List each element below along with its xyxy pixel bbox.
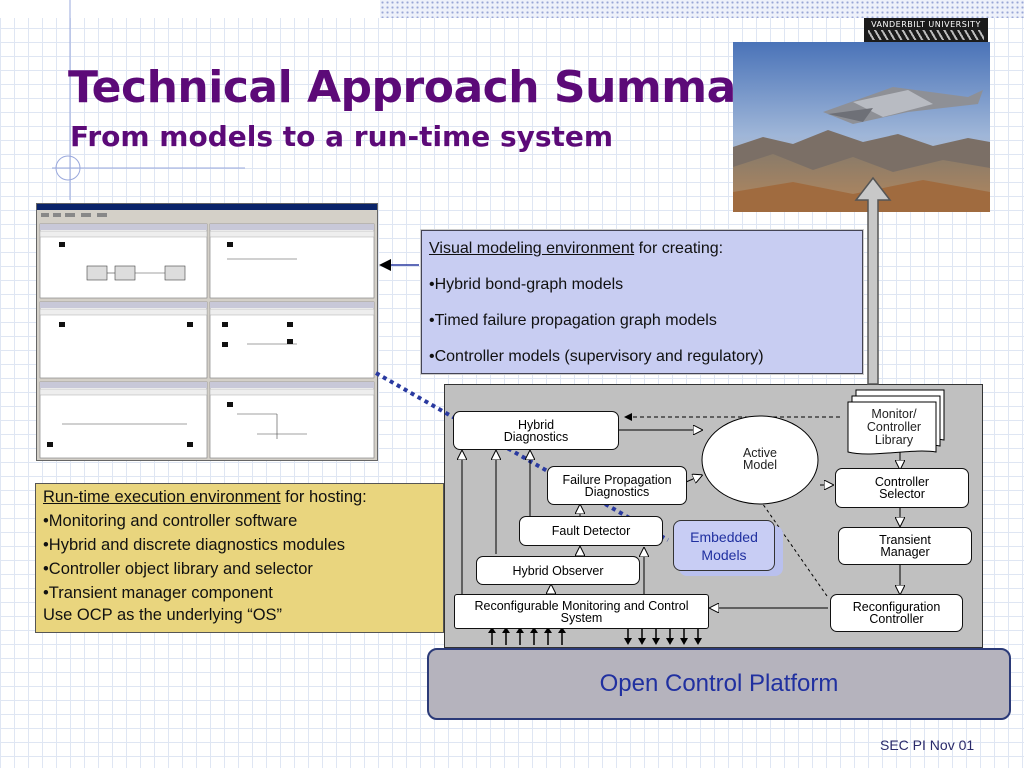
reconfigurable-monitoring-line2: System [560, 610, 603, 625]
hybrid-diagnostics-line1: Hybrid [517, 417, 555, 432]
header-band-blank [0, 0, 380, 18]
library-line2: Controller [866, 420, 922, 434]
runtime-item: •Controller object library and selector [43, 560, 313, 578]
logo-pattern [868, 30, 984, 40]
modeling-item: •Hybrid bond-graph models [429, 276, 624, 293]
reconfiguration-controller-line2: Controller [869, 612, 924, 626]
reconfigurable-monitoring-line1: Reconfigurable Monitoring and Control [474, 598, 689, 613]
university-logo: VANDERBILT UNIVERSITY [864, 18, 988, 42]
modeling-item: •Controller models (supervisory and regu… [429, 348, 764, 365]
runtime-environment-link[interactable]: Run-time execution environment [43, 488, 281, 506]
runtime-environment-box: Run-time execution environment for hosti… [35, 483, 444, 633]
slide-subtitle: From models to a run-time system [70, 120, 614, 153]
fault-detector-block: Fault Detector [519, 516, 663, 546]
library-line1: Monitor/ [871, 407, 917, 421]
reconfiguration-controller-line1: Reconfiguration [852, 600, 941, 614]
runtime-note: Use OCP as the underlying “OS” [43, 606, 283, 624]
controller-selector-line2: Selector [879, 487, 925, 501]
modeling-environment-box: Visual modeling environment for creating… [421, 230, 863, 374]
modeling-environment-link[interactable]: Visual modeling environment [429, 240, 635, 257]
slide-title: Technical Approach Summary [68, 62, 786, 113]
runtime-heading: Run-time execution environment for hosti… [43, 488, 367, 507]
modeling-tool-screenshot [36, 203, 378, 461]
slide-footer: SEC PI Nov 01 [880, 737, 975, 753]
controller-selector-line1: Controller [874, 475, 930, 489]
library-line3: Library [874, 433, 914, 447]
failure-propagation-line2: Diagnostics [584, 484, 650, 499]
transient-manager-line2: Manager [880, 545, 930, 559]
modeling-heading-rest: for creating: [634, 240, 724, 257]
open-control-platform-bar: Open Control Platform [427, 648, 1011, 720]
hybrid-observer-block: Hybrid Observer [476, 556, 640, 585]
active-model-line2: Model [742, 458, 778, 472]
runtime-item: •Transient manager component [43, 584, 273, 602]
embedded-models-line2: Models [701, 546, 747, 563]
modeling-item: •Timed failure propagation graph models [429, 312, 717, 329]
runtime-heading-rest: for hosting: [280, 488, 367, 506]
modeling-heading: Visual modeling environment for creating… [429, 240, 723, 258]
hybrid-diagnostics-line2: Diagnostics [503, 429, 569, 444]
active-model-line1: Active [742, 446, 778, 460]
university-logo-text: VANDERBILT UNIVERSITY [871, 20, 981, 29]
runtime-item: •Monitoring and controller software [43, 512, 298, 530]
embedded-models-line1: Embedded [690, 528, 758, 545]
transient-manager-line1: Transient [879, 533, 931, 547]
gme-screenshot-art [37, 204, 377, 459]
failure-propagation-line1: Failure Propagation [562, 472, 672, 487]
runtime-item: •Hybrid and discrete diagnostics modules [43, 536, 346, 554]
